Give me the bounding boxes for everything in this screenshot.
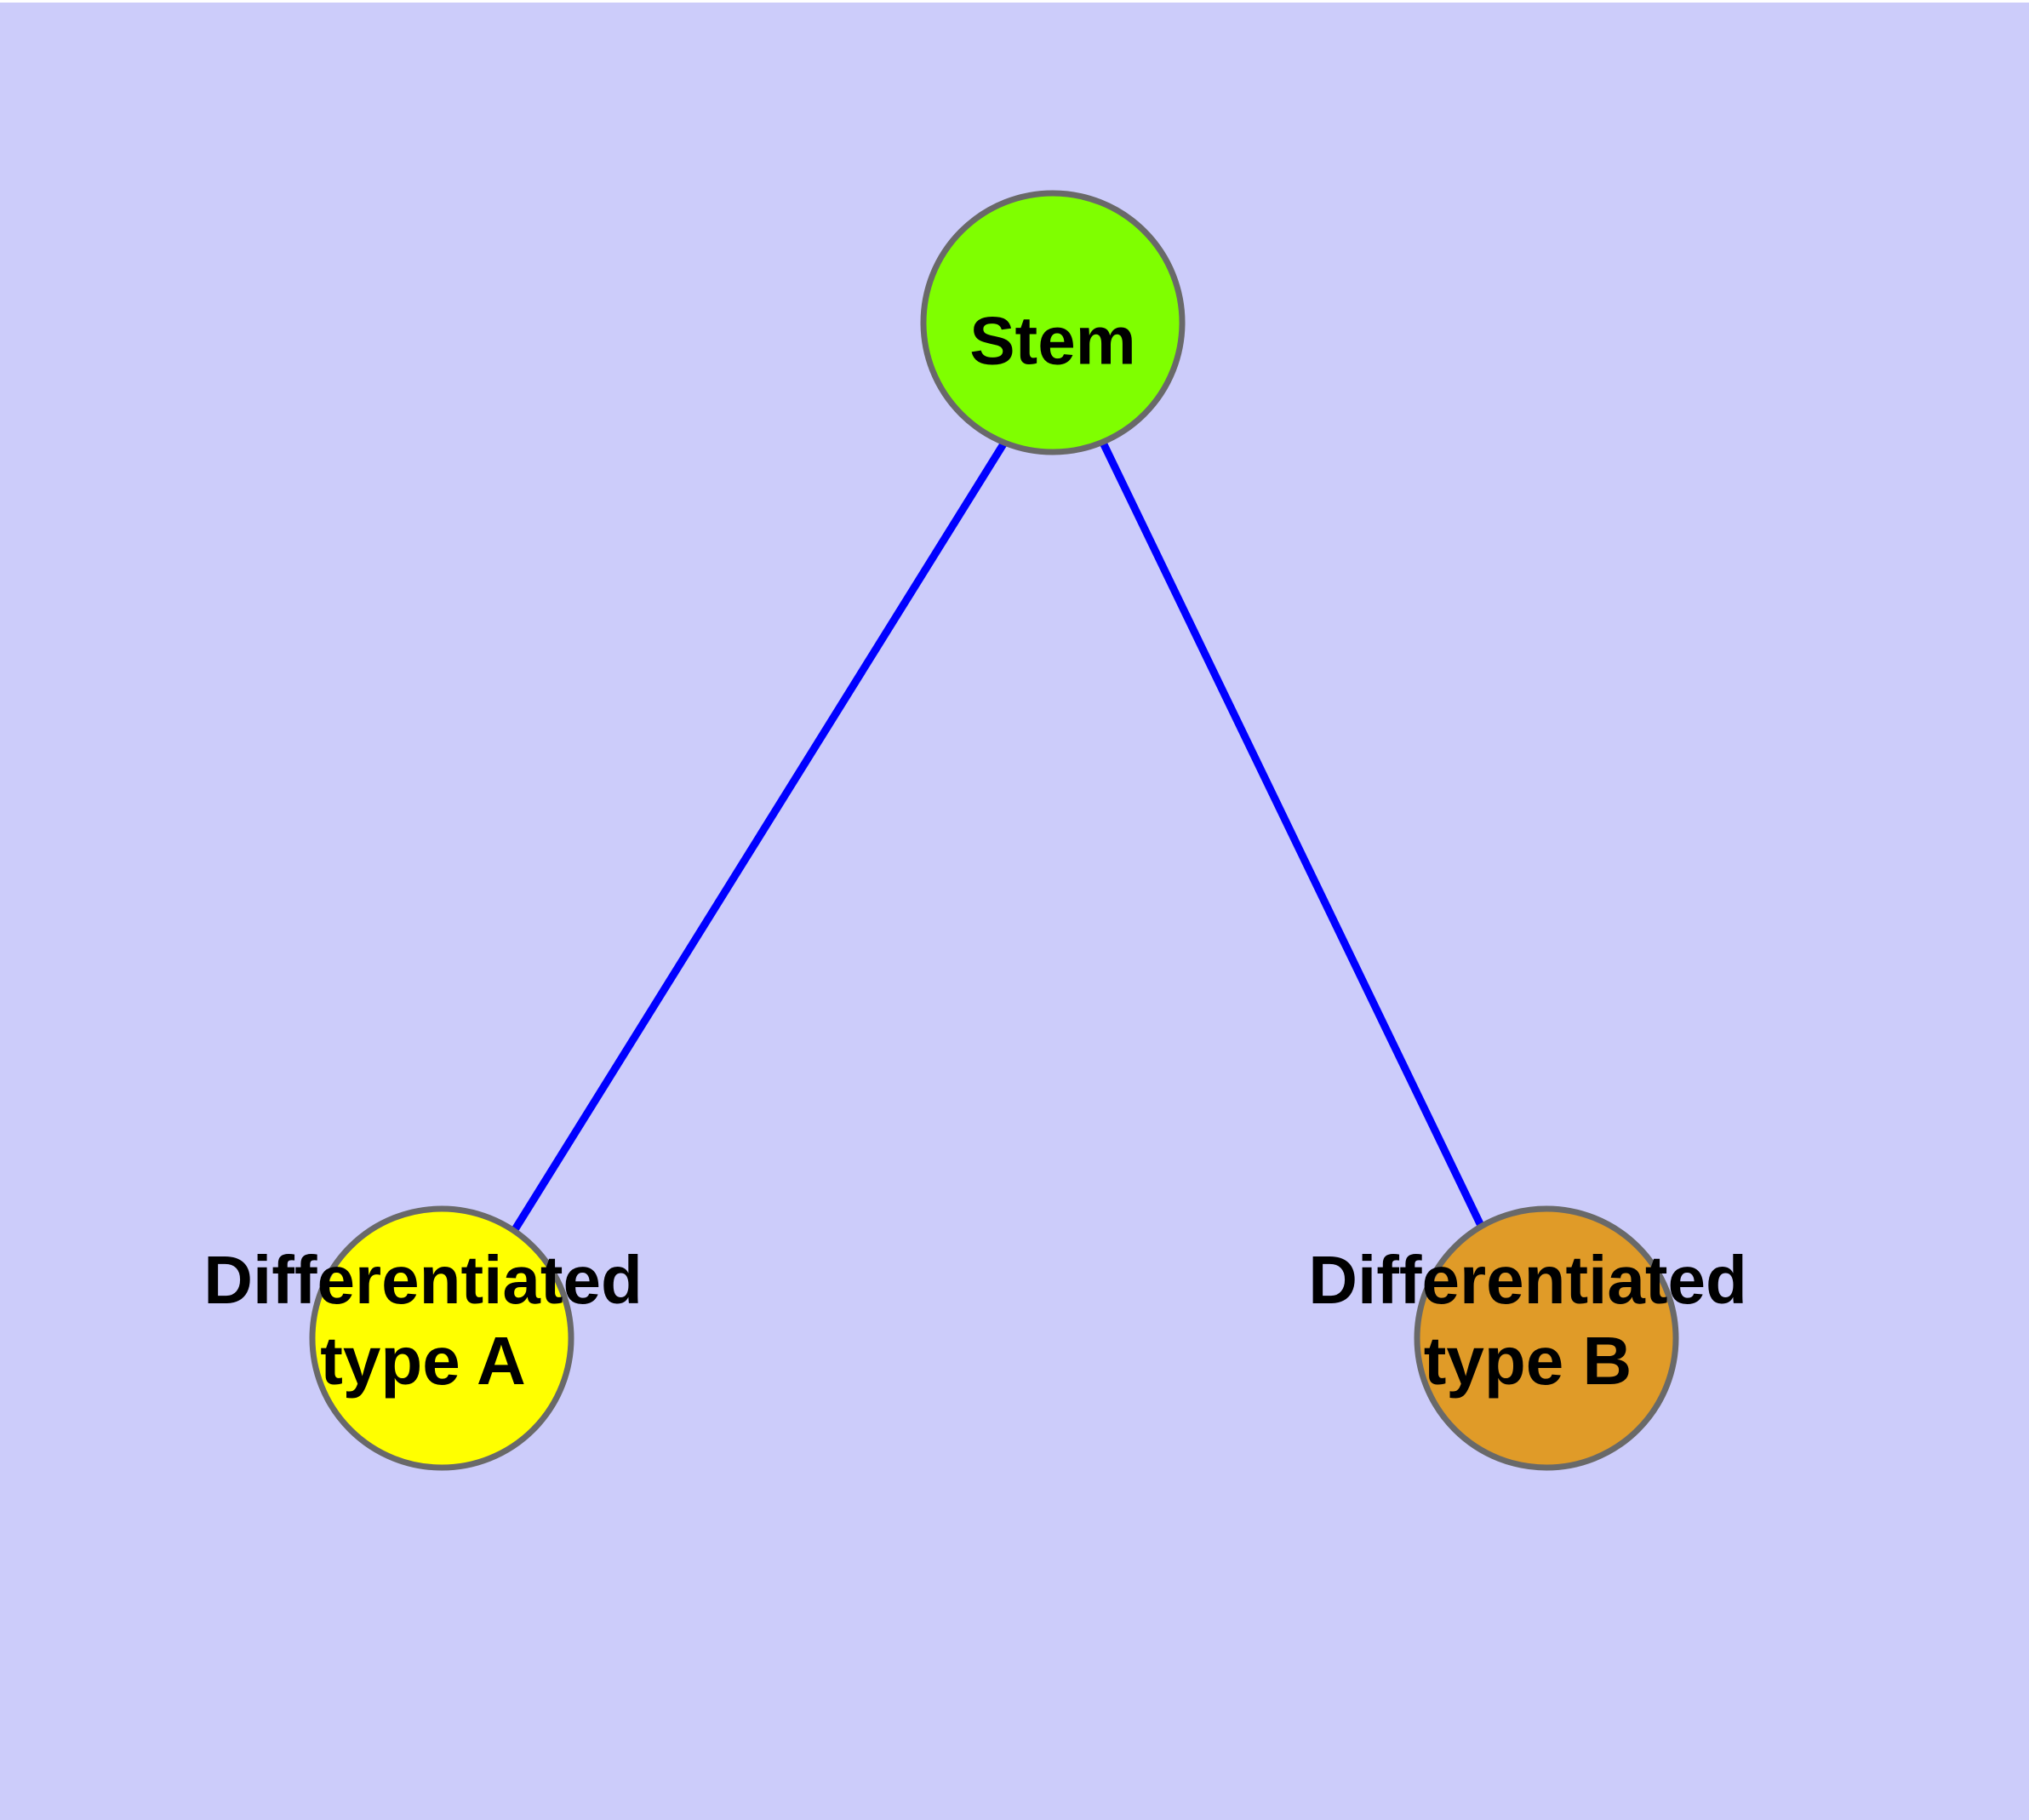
cell-differentiation-graph: Stem Differentiated type A Differentiate… (203, 190, 1747, 1471)
node-differentiated-type-a-circle[interactable] (309, 1205, 574, 1471)
node-differentiated-type-a-label-line1: Differentiated (203, 1242, 643, 1318)
graph-edges (511, 440, 1488, 1233)
edge-stem-to-differentiated-type-a[interactable] (511, 440, 1008, 1233)
graph-node-labels: Stem Differentiated type A Differentiate… (203, 302, 1747, 1399)
graph-nodes (309, 190, 1679, 1471)
edge-stem-to-differentiated-type-b[interactable] (1099, 441, 1488, 1233)
node-differentiated-type-a[interactable] (309, 1205, 574, 1471)
node-stem-circle[interactable] (920, 190, 1186, 455)
node-differentiated-type-b-label-line2: type B (1424, 1323, 1632, 1399)
node-differentiated-type-b-label-line1: Differentiated (1308, 1242, 1747, 1318)
node-differentiated-type-b[interactable] (1414, 1205, 1679, 1471)
node-differentiated-type-a-label-line2: type A (320, 1323, 526, 1399)
diagram-plot-area: Stem Differentiated type A Differentiate… (0, 3, 2029, 1820)
node-stem-label: Stem (969, 302, 1136, 378)
node-stem[interactable] (920, 190, 1186, 455)
node-differentiated-type-b-circle[interactable] (1414, 1205, 1679, 1471)
